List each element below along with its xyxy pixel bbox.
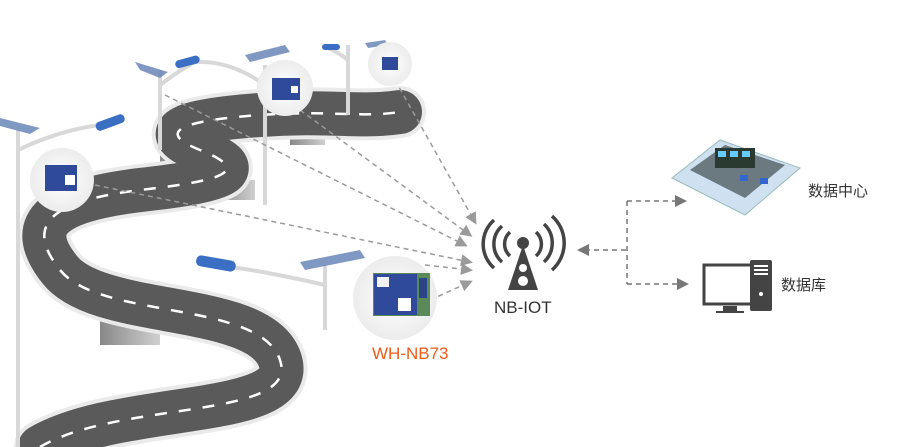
nb-iot-label: NB-IOT: [494, 298, 552, 317]
database-label: 数据库: [781, 276, 827, 294]
backhaul-links: [577, 195, 689, 290]
data-center-label: 数据中心: [808, 182, 869, 200]
winding-road: [14, 86, 426, 447]
desktop-computer-icon: [702, 260, 772, 313]
lamp-heads: [95, 44, 340, 272]
data-center-icon: [671, 139, 801, 216]
cell-tower-icon: [481, 214, 566, 290]
wireless-links: [94, 79, 477, 301]
wh-nb73-module: [373, 273, 430, 316]
module-label: WH-NB73: [372, 344, 449, 363]
solar-panels: [0, 40, 388, 270]
